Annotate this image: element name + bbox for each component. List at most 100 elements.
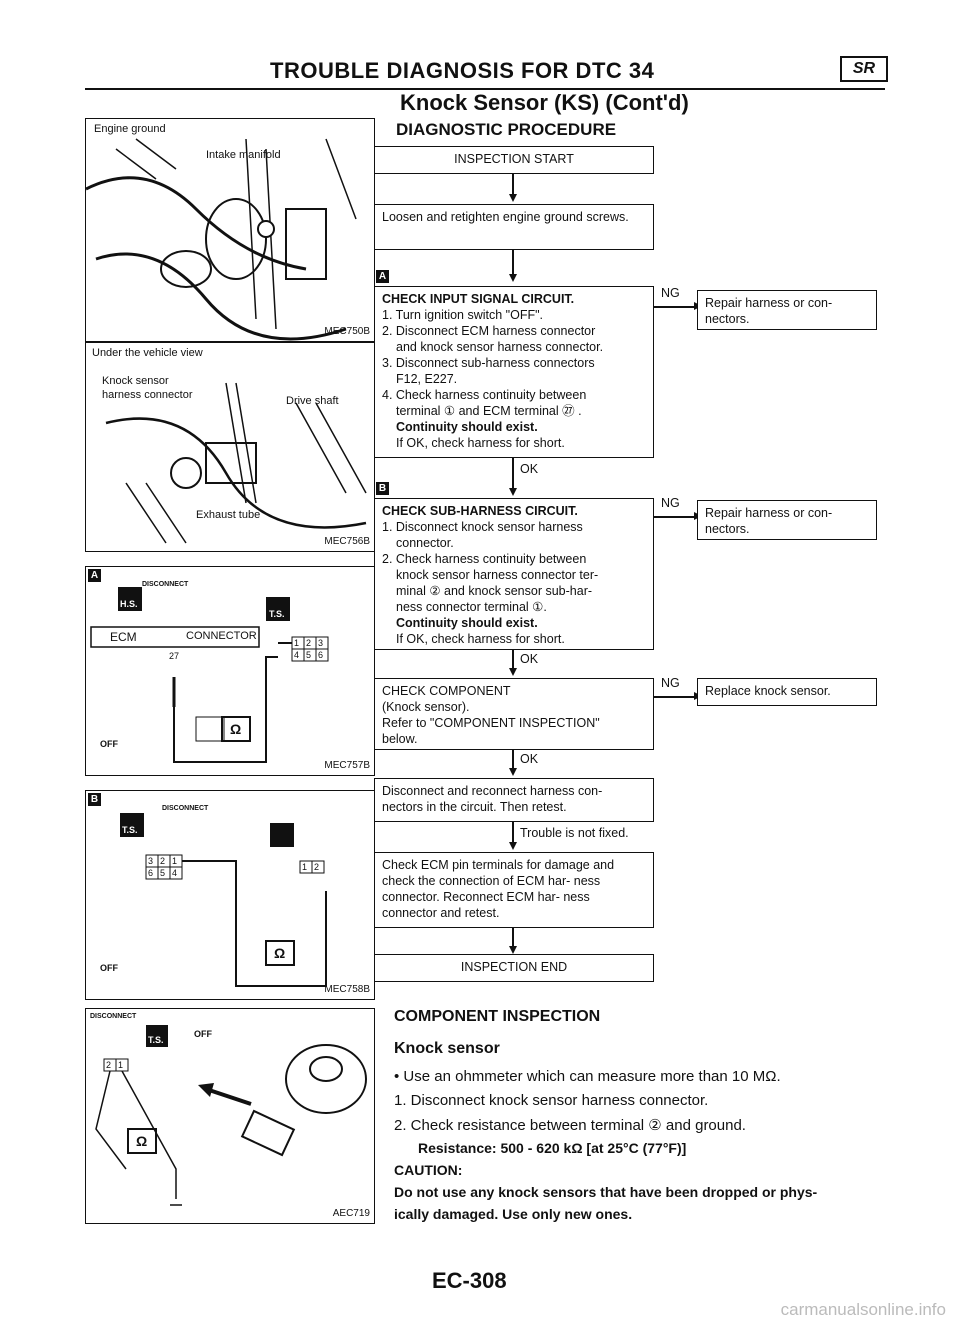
input-signal-line-5: F12, E227. (396, 372, 458, 386)
input-signal-line-6: 4. Check harness continuity between (382, 388, 587, 402)
flow-ok-label: OK (520, 652, 539, 666)
component-line-4: below. (382, 732, 418, 746)
flow-arrow-head (509, 946, 517, 954)
pin-2: 2 (106, 1060, 112, 1070)
flow-end-label: INSPECTION END (460, 960, 568, 974)
pin-3: 3 (318, 638, 324, 648)
flow-ng-line (654, 516, 696, 518)
flow-arrow (512, 250, 514, 276)
flow-step-sub-harness: CHECK SUB-HARNESS CIRCUIT. 1. Disconnect… (374, 498, 654, 650)
watermark: carmanualsonline.info (780, 1300, 946, 1319)
component-step-2: 2. Check resistance between terminal ② a… (394, 1117, 746, 1134)
flow-arrow (512, 750, 514, 770)
sub-harness-title: CHECK SUB-HARNESS CIRCUIT. (382, 504, 578, 518)
component-step-1: 1. Disconnect knock sensor harness conne… (394, 1092, 709, 1109)
flow-inspection-start: INSPECTION START (374, 146, 654, 174)
flow-step-loosen-text: Loosen and retighten engine ground screw… (382, 210, 629, 224)
sub-harness-continuity: Continuity should exist. (396, 616, 538, 630)
caution-line-1: Do not use any knock sensors that have b… (394, 1184, 818, 1200)
flow-repair-2: Repair harness or con- nectors. (697, 500, 877, 540)
sub-harness-line-1: 1. Disconnect knock sensor harness (382, 520, 583, 534)
flow-arrow-head (509, 668, 517, 676)
input-signal-last: If OK, check harness for short. (396, 436, 565, 450)
check-ecm-text: Check ECM pin terminals for damage and c… (382, 858, 615, 920)
flow-arrow (512, 928, 514, 948)
input-signal-title: CHECK INPUT SIGNAL CIRCUIT. (382, 292, 575, 306)
label-disconnect: DISCONNECT (90, 1013, 137, 1020)
sub-pin-2: 2 (314, 862, 320, 872)
pin-2: 2 (160, 856, 166, 866)
sub-harness-wiring (120, 813, 327, 987)
page-subtitle: Knock Sensor (KS) (Cont'd) (400, 90, 689, 115)
label-under-vehicle: Under the vehicle view (92, 347, 203, 359)
repair-text: Repair harness or con- nectors. (705, 296, 833, 326)
flow-arrow-head (509, 842, 517, 850)
ignition-off-icon: OFF (194, 1029, 212, 1039)
ignition-off-icon: OFF (100, 963, 118, 973)
component-inspection-title: COMPONENT INSPECTION (394, 1008, 601, 1025)
figure-engine-ground: Engine ground Intake manifold MEC750B (85, 118, 375, 342)
input-signal-line-4: 3. Disconnect sub-harness connectors (382, 356, 595, 370)
pin-3: 3 (148, 856, 154, 866)
flow-ok-label: OK (520, 462, 539, 476)
page-title: TROUBLE DIAGNOSIS FOR DTC 34 (270, 58, 655, 83)
flow-repair-1: Repair harness or con- nectors. (697, 290, 877, 330)
input-signal-line-3: and knock sensor harness connector. (396, 340, 604, 354)
input-signal-line-7: terminal ① and ECM terminal ㉗ . (396, 404, 582, 418)
knock-sensor-location-illustration (105, 382, 367, 544)
label-ts: T.S. (122, 825, 138, 835)
pin-1: 1 (172, 856, 178, 866)
label-harness-connector: harness connector (102, 389, 193, 401)
figure-code: MEC758B (324, 984, 370, 995)
pin-5: 5 (306, 650, 312, 660)
input-signal-line-2: 2. Disconnect ECM harness connector (382, 324, 596, 338)
flow-ng-label: NG (661, 496, 680, 510)
replace-text: Replace knock sensor. (705, 684, 831, 698)
label-ecm-pin: 27 (169, 651, 180, 661)
flow-inspection-end: INSPECTION END (374, 954, 654, 982)
sub-harness-last: If OK, check harness for short. (396, 632, 565, 646)
flow-ok-label: OK (520, 752, 539, 766)
sub-harness-line-5: minal ② and knock sensor sub-har- (396, 584, 593, 598)
label-connector: CONNECTOR (186, 630, 257, 642)
ignition-off-icon: OFF (100, 739, 118, 749)
engine-ground-illustration (86, 138, 357, 341)
flow-arrow-head (509, 274, 517, 282)
sub-harness-line-6: ness connector terminal ①. (396, 600, 547, 614)
label-knock-sensor: Knock sensor (102, 375, 169, 387)
pin-1: 1 (294, 638, 300, 648)
reconnect-text: Disconnect and reconnect harness con- ne… (382, 784, 603, 814)
component-bullet: • Use an ohmmeter which can measure more… (394, 1068, 781, 1085)
figure-code: MEC756B (324, 536, 370, 547)
label-disconnect: DISCONNECT (142, 581, 189, 588)
label-drive-shaft: Drive shaft (286, 395, 339, 407)
flow-ng-line (654, 306, 696, 308)
flow-arrow (512, 650, 514, 670)
input-signal-continuity: Continuity should exist. (396, 420, 538, 434)
flow-ng-label: NG (661, 286, 680, 300)
pin-1: 1 (118, 1060, 124, 1070)
label-ts: T.S. (269, 609, 285, 619)
flow-step-check-component: CHECK COMPONENT (Knock sensor). Refer to… (374, 678, 654, 750)
component-line-3: Refer to "COMPONENT INSPECTION" (382, 716, 600, 730)
flow-marker-a: A (376, 270, 389, 283)
pin-6: 6 (148, 868, 154, 878)
flow-ng-label: NG (661, 676, 680, 690)
flow-arrow (512, 174, 514, 196)
caution-title: CAUTION: (394, 1162, 463, 1178)
component-resistance: Resistance: 500 - 620 kΩ [at 25°C (77°F)… (418, 1140, 687, 1156)
sub-harness-line-2: connector. (396, 536, 454, 550)
figure-knock-sensor-component: DISCONNECT T.S. 2 1 Ω OFF AEC719 (85, 1008, 375, 1224)
sub-harness-line-3: 2. Check harness continuity between (382, 552, 587, 566)
figure-code: AEC719 (332, 1208, 370, 1219)
sr-badge: SR (840, 56, 888, 82)
sub-pin-1: 1 (302, 862, 308, 872)
flow-step-check-ecm: Check ECM pin terminals for damage and c… (374, 852, 654, 928)
flow-marker-b: B (376, 482, 389, 495)
flow-arrow-head (509, 488, 517, 496)
label-ts: T.S. (148, 1035, 164, 1045)
repair-text: Repair harness or con- nectors. (705, 506, 833, 536)
label-intake-manifold: Intake manifold (206, 149, 281, 161)
pin-2: 2 (306, 638, 312, 648)
pin-6: 6 (318, 650, 324, 660)
